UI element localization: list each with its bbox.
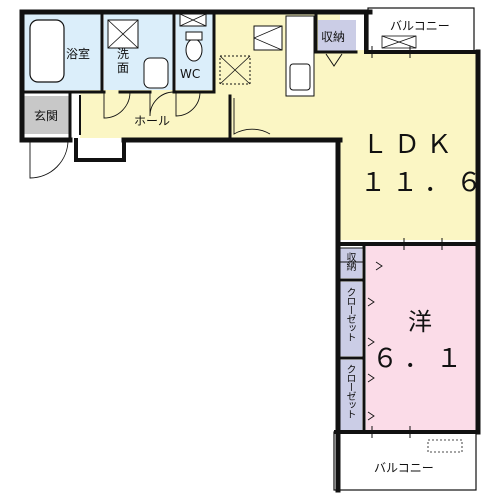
western-size-label: ６．１ xyxy=(371,344,468,374)
western-name-label: 洋 xyxy=(408,308,432,336)
fridge-icon xyxy=(219,55,251,85)
entrance-label: 玄関 xyxy=(34,109,59,123)
door-swings xyxy=(29,91,383,421)
window-ticks xyxy=(371,46,443,438)
ldk-name-label: ＬＤＫ xyxy=(361,130,458,160)
storage-side-label: 収納 xyxy=(344,252,355,270)
closet-1-label: クローゼット xyxy=(344,287,355,341)
storage-door-icon xyxy=(325,53,343,67)
storage-top-fill xyxy=(318,20,356,52)
storage-top-label: 収納 xyxy=(321,30,346,44)
range-hood-icon xyxy=(253,25,283,51)
entrance-fill xyxy=(24,96,70,134)
wc-label: WC xyxy=(180,67,201,81)
hall-label: ホール xyxy=(134,114,171,128)
hall-fill xyxy=(80,90,340,138)
washroom-label: 洗 面 xyxy=(117,47,130,75)
bathtub-icon xyxy=(29,19,65,83)
bath-label: 浴室 xyxy=(66,47,91,61)
storage-side-fill xyxy=(338,248,362,278)
closet-2-fill xyxy=(338,360,362,430)
closet-2-label: クローゼット xyxy=(344,364,355,418)
balcony-bottom-label: バルコニー xyxy=(374,461,434,475)
sink-icon xyxy=(143,57,169,89)
walls xyxy=(19,9,481,493)
ldk-main-fill xyxy=(340,50,476,240)
balcony-bottom xyxy=(333,431,477,491)
balcony-top-label: バルコニー xyxy=(390,19,450,33)
western-fill xyxy=(366,246,476,432)
closet-1-fill xyxy=(338,282,362,356)
toilet-icon xyxy=(185,38,203,62)
ldk-size-label: １１．６ xyxy=(360,168,489,198)
balcony-bottom-drain-icon xyxy=(427,439,463,453)
